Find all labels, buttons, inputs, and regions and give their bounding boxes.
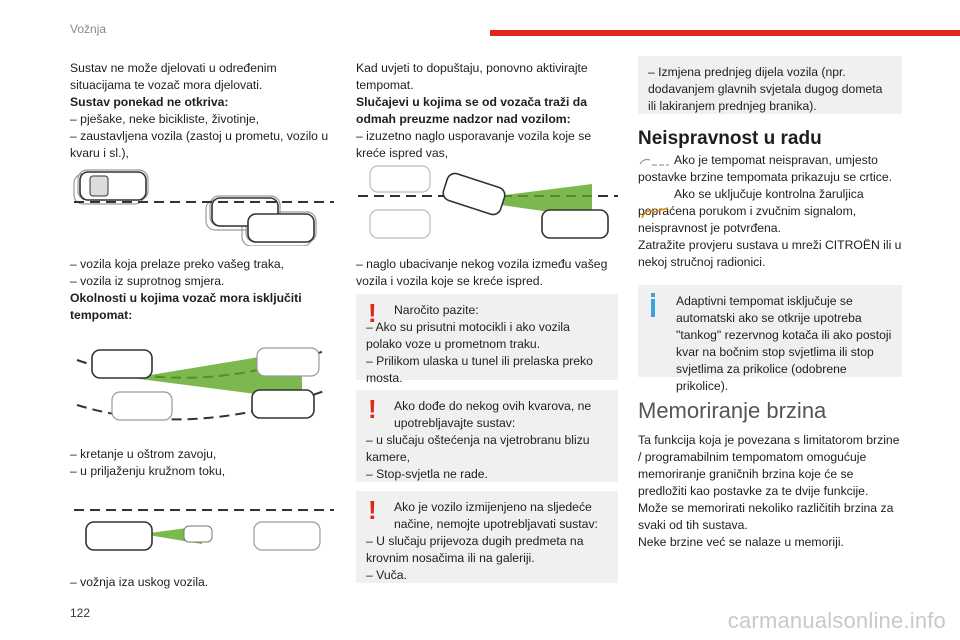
info-box: Adaptivni tempomat isključuje se automat… (638, 285, 902, 393)
section-label: Vožnja (70, 22, 107, 36)
info-text: Adaptivni tempomat isključuje se automat… (676, 294, 892, 393)
warning-item: – U slučaju prijevoza dugih predmeta na … (366, 534, 584, 565)
malfunction-p2: Ako se uključuje kontrolna žaruljica pop… (638, 187, 864, 235)
heading-speed-memory: Memoriranje brzina (638, 398, 827, 423)
warning-box-2: ! Ako dođe do nekog ovih kvarova, ne upo… (356, 390, 618, 482)
col1-item: – vozila koja prelaze preko vašeg traka, (70, 257, 285, 271)
exclamation-icon: ! (368, 495, 377, 525)
col2-heading: Slučajevi u kojima se od vozača traži da… (356, 95, 587, 126)
exclamation-icon: ! (368, 298, 377, 328)
col1-item: – u priljaženju kružnom toku, (70, 464, 226, 478)
col2-intro: Kad uvjeti to dopuštaju, ponovno aktivir… (356, 61, 588, 92)
col1-heading-2: Okolnosti u kojima vozač mora isključiti… (70, 291, 302, 322)
warning-item: – Prilikom ulaska u tunel ili prelaska p… (366, 354, 593, 385)
watermark: carmanualsonline.info (727, 608, 946, 633)
col1-intro: Sustav ne može djelovati u određenim sit… (70, 61, 277, 92)
warning-item: – u slučaju oštećenja na vjetrobranu bli… (366, 433, 590, 464)
warning-box-1: ! Naročito pazite: – Ako su prisutni mot… (356, 294, 618, 385)
warning-item: – Ako su prisutni motocikli i ako vozila… (366, 320, 570, 351)
illustration-stopped-vehicles (73, 169, 334, 246)
col1-item: – vozila iz suprotnog smjera. (70, 274, 225, 288)
exclamation-icon: ! (368, 394, 377, 424)
continuation-box: – Izmjena prednjeg dijela vozila (npr. d… (638, 56, 902, 114)
speed-memory-text: Ta funkcija koja je povezana s limitator… (638, 432, 902, 551)
heading-malfunction: Neispravnost u radu (638, 128, 822, 149)
warning-title: Ako dođe do nekog ovih kvarova, ne upotr… (394, 399, 592, 430)
speed-dashes-icon (639, 158, 669, 166)
warning-title: Naročito pazite: (394, 303, 479, 317)
illustration-sharp-bend (76, 347, 328, 421)
col1-item: – zaustavljena vozila (zastoj u prometu,… (70, 129, 329, 160)
column-1c: – kretanje u oštrom zavoju, – u priljaže… (70, 446, 340, 480)
warning-lamp-icon (641, 207, 669, 219)
warning-item: – Stop-svjetla ne rade. (366, 467, 488, 481)
malfunction-p1: Ako je tempomat neispravan, umjesto post… (638, 153, 893, 184)
page-number: 122 (70, 606, 91, 620)
illustration-narrow-vehicle (74, 509, 334, 551)
warning-box-3: ! Ako je vozilo izmijenjeno na sljedeće … (356, 491, 618, 583)
col2-item: – izuzetno naglo usporavanje vozila koje… (356, 129, 592, 160)
warning-title: Ako je vozilo izmijenjeno na sljedeće na… (394, 500, 598, 531)
speed-memory-p2: Može se memorirati nekoliko različitih b… (638, 501, 894, 532)
col2-item: – naglo ubacivanje nekog vozila između v… (356, 257, 608, 288)
col1-item: – kretanje u oštrom zavoju, (70, 447, 217, 461)
col1-last-item: – vožnja iza uskog vozila. (70, 575, 209, 589)
col1-heading-1: Sustav ponekad ne otkriva: (70, 95, 229, 109)
illustration-sudden-braking (358, 165, 618, 239)
info-icon (651, 293, 655, 297)
column-2: Kad uvjeti to dopuštaju, ponovno aktivir… (356, 60, 618, 162)
column-1: Sustav ne može djelovati u određenim sit… (70, 60, 340, 162)
continuation-text: – Izmjena prednjeg dijela vozila (npr. d… (648, 65, 883, 113)
malfunction-text: Ako je tempomat neispravan, umjesto post… (638, 152, 902, 271)
header-red-bar (490, 30, 960, 36)
column-1b: – vozila koja prelaze preko vašeg traka,… (70, 256, 340, 324)
speed-memory-p1: Ta funkcija koja je povezana s limitator… (638, 433, 900, 498)
speed-memory-p3: Neke brzine već se nalaze u memoriji. (638, 535, 844, 549)
warning-item: – Vuča. (366, 568, 407, 582)
col1-item: – pješake, neke bicikliste, životinje, (70, 112, 260, 126)
malfunction-p3: Zatražite provjeru sustava u mreži CITRO… (638, 238, 902, 269)
